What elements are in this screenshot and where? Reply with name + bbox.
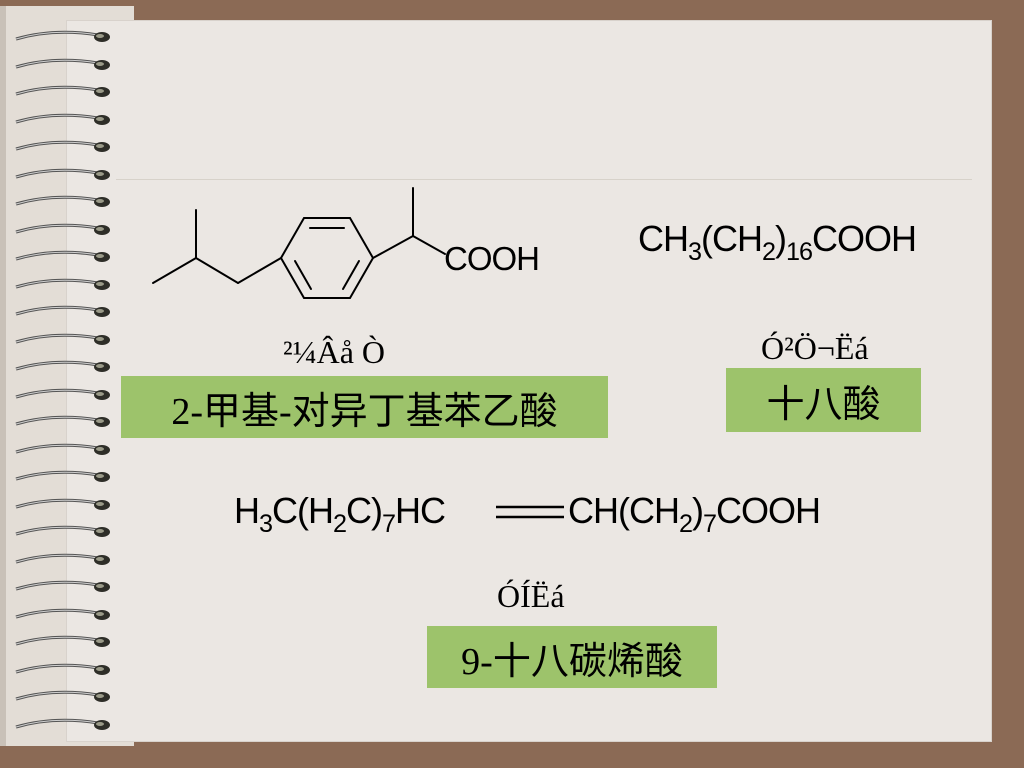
spiral-ring (15, 498, 110, 510)
formula-part: CH(CH (568, 490, 680, 531)
oleic-garbled-label: ÓÍËá (497, 578, 565, 614)
formula-part: C) (346, 490, 383, 531)
stearic-name-box: 十八酸 (726, 368, 921, 432)
spiral-ring (15, 333, 110, 345)
formula-subscript: 3 (259, 509, 273, 538)
spiral-ring (15, 690, 110, 702)
spiral-ring (15, 415, 110, 427)
spiral-ring (15, 663, 110, 675)
formula-subscript: 2 (333, 509, 347, 538)
formula-part: HC (395, 490, 446, 531)
cooh-group-label: COOH (444, 240, 540, 277)
spiral-ring (15, 140, 110, 152)
spiral-ring (15, 305, 110, 317)
spiral-ring (15, 195, 110, 207)
formula-part: ) (775, 218, 787, 259)
formula-part: CH (638, 218, 689, 259)
formula-part: COOH (812, 218, 917, 259)
oleic-formula-left: H3C(H2C)7HC (234, 490, 446, 539)
ibuprofen-name-box: 2-甲基-对异丁基苯乙酸 (121, 376, 608, 438)
double-bond (496, 505, 564, 519)
spiral-ring (15, 278, 110, 290)
formula-subscript: 7 (382, 509, 396, 538)
oleic-name-box: 9-十八碳烯酸 (427, 626, 717, 688)
formula-subscript: 16 (786, 237, 813, 266)
formula-part: ) (692, 490, 704, 531)
spiral-ring (15, 608, 110, 620)
formula-part: COOH (716, 490, 821, 531)
formula-part: C(H (272, 490, 334, 531)
spiral-ring (15, 580, 110, 592)
spiral-ring (15, 168, 110, 180)
stearic-garbled-label: Ó²Ö¬Ëá (761, 330, 869, 366)
formula-subscript: 2 (678, 509, 693, 538)
ibuprofen-garbled-label: ²¼Âå Ò (283, 334, 386, 370)
formula-subscript: 3 (688, 237, 702, 266)
formula-subscript: 2 (762, 237, 776, 266)
spiral-ring (15, 525, 110, 537)
spiral-ring (15, 113, 110, 125)
stearic-acid-formula: CH3(CH2)16COOH (638, 218, 917, 267)
formula-part: (CH (701, 218, 763, 259)
page-divider-line (116, 179, 972, 180)
spiral-ring (15, 58, 110, 70)
spiral-ring (15, 718, 110, 730)
formula-part: H (234, 490, 260, 531)
spiral-ring (15, 553, 110, 565)
spiral-ring (15, 443, 110, 455)
spiral-ring (15, 250, 110, 262)
spiral-ring (15, 360, 110, 372)
oleic-formula-right: CH(CH2)7COOH (568, 490, 821, 539)
formula-subscript: 7 (703, 509, 717, 538)
spiral-ring (15, 223, 110, 235)
spiral-ring (15, 30, 110, 42)
spiral-ring (15, 470, 110, 482)
spiral-ring (15, 85, 110, 97)
spiral-ring (15, 388, 110, 400)
spiral-ring (15, 635, 110, 647)
